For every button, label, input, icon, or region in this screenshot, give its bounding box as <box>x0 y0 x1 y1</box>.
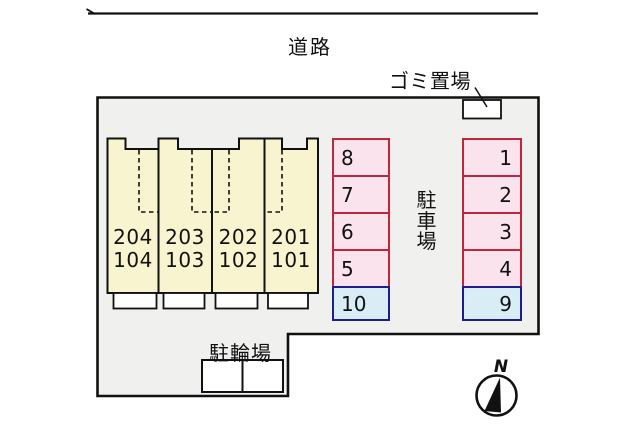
bicycle-parking-label: 駐輪場 <box>209 341 272 365</box>
road-line-tick <box>86 8 96 15</box>
porch-box <box>162 292 206 310</box>
garbage-area-box <box>462 99 502 120</box>
unit-number-upper: 203 <box>165 225 205 249</box>
parking-space-4: 4 <box>462 249 522 288</box>
parking-space-1: 1 <box>462 138 522 177</box>
parking-space-10: 10 <box>332 286 390 321</box>
parking-space-2: 2 <box>462 175 522 214</box>
stair-dashed-line <box>138 150 158 213</box>
unit-label-202-102: 202 102 <box>212 226 265 272</box>
parking-lot-label-char: 場 <box>416 229 437 253</box>
stair-dashed-line <box>191 150 211 213</box>
compass-north-label: N <box>493 357 509 377</box>
parking-space-9: 9 <box>462 286 522 321</box>
garbage-area-label: ゴミ置場 <box>389 69 471 93</box>
parking-space-8: 8 <box>332 138 390 177</box>
road-label: 道路 <box>288 35 332 59</box>
unit-number-lower: 101 <box>271 248 311 272</box>
parking-space-5: 5 <box>332 249 390 288</box>
compass-needle-icon <box>484 377 501 413</box>
unit-number-lower: 104 <box>113 248 153 272</box>
bicycle-parking-box <box>201 359 244 393</box>
stair-dashed-line <box>213 150 230 213</box>
parking-space-6: 6 <box>332 212 390 251</box>
bicycle-parking-box <box>241 359 284 393</box>
garbage-leader-line <box>474 87 488 108</box>
unit-number-upper: 201 <box>271 225 311 249</box>
parking-space-7: 7 <box>332 175 390 214</box>
unit-label-204-104: 204 104 <box>107 226 159 272</box>
porch-box <box>214 292 259 310</box>
parking-lot-label-char: 車 <box>416 208 437 233</box>
porch-box <box>267 292 309 310</box>
unit-number-lower: 102 <box>218 248 259 272</box>
unit-number-lower: 103 <box>165 248 205 272</box>
unit-number-upper: 204 <box>113 225 153 249</box>
unit-number-upper: 202 <box>218 225 259 249</box>
parking-lot-label: 駐 車 場 <box>415 190 438 252</box>
unit-label-201-101: 201 101 <box>264 226 318 272</box>
porch-box <box>112 292 158 310</box>
parking-space-3: 3 <box>462 212 522 251</box>
parking-lot-label-char: 駐 <box>416 188 437 212</box>
stair-dashed-line <box>265 150 283 213</box>
unit-label-203-103: 203 103 <box>158 226 212 272</box>
